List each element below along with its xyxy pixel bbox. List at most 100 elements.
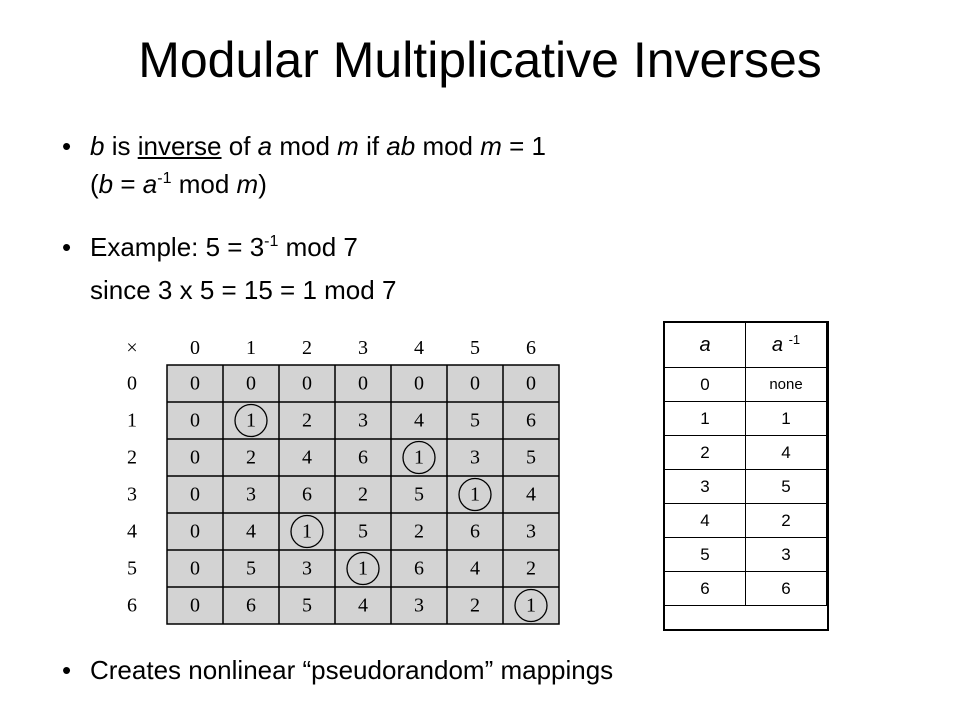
- table-cell-value: 1: [302, 521, 312, 543]
- column-header: 0: [190, 337, 200, 359]
- table-cell-value: 5: [470, 410, 480, 432]
- text-equals: =: [113, 169, 143, 199]
- table-cell-value: 0: [246, 373, 256, 395]
- cell-inverse: 2: [745, 503, 827, 538]
- row-header: 0: [127, 373, 137, 395]
- bullet-body: Creates nonlinear “pseudorandom” mapping…: [90, 655, 614, 685]
- table-cell-value: 4: [302, 447, 312, 469]
- text-inverse: inverse: [137, 131, 222, 161]
- since-line: since 3 x 5 = 15 = 1 mod 7: [90, 275, 397, 305]
- exponent: -1: [157, 170, 172, 187]
- example-line: Example: 5 = 3-1 mod 7: [90, 228, 396, 271]
- cell-inverse: 5: [745, 469, 827, 504]
- exponent: -1: [264, 233, 279, 250]
- column-header: 5: [470, 337, 480, 359]
- text-is: is: [104, 131, 138, 161]
- table-cell-value: 6: [470, 521, 480, 543]
- row-header: 5: [127, 558, 137, 580]
- header-a: a: [664, 322, 746, 368]
- column-header: 4: [414, 337, 424, 359]
- table-cell-value: 0: [190, 595, 200, 617]
- column-header: 2: [302, 337, 312, 359]
- bullet-dot: •: [62, 655, 72, 685]
- var-b: b: [98, 169, 114, 199]
- cell-a: 5: [664, 537, 746, 572]
- cell-inverse: 1: [745, 401, 827, 436]
- inverse-circle-marker: [290, 514, 324, 549]
- cell-a: 1: [664, 401, 746, 436]
- column-header: 1: [246, 337, 256, 359]
- table-cell-value: 0: [190, 484, 200, 506]
- var-m: m: [480, 131, 502, 161]
- table-cell-value: 5: [302, 595, 312, 617]
- table-cell-value: 0: [526, 373, 536, 395]
- table-cell-value: 1: [414, 447, 424, 469]
- text-mod: mod: [272, 131, 338, 161]
- cell-inverse: 3: [745, 537, 827, 572]
- example-text: Example: 5 = 3: [90, 232, 265, 262]
- text-equals-one: = 1: [501, 131, 547, 161]
- text-of: of: [221, 131, 258, 161]
- table-cell-value: 3: [414, 595, 424, 617]
- cell-a: 4: [664, 503, 746, 538]
- table-cell-value: 6: [414, 558, 424, 580]
- var-m: m: [236, 169, 259, 199]
- inverse-circle-marker: [514, 588, 548, 623]
- table-cell-value: 0: [190, 521, 200, 543]
- bullet-dot: •: [62, 232, 72, 262]
- paren-open: (: [90, 169, 99, 199]
- var-a: a: [142, 169, 158, 199]
- paren-close: ): [258, 169, 267, 199]
- table-cell-value: 5: [414, 484, 424, 506]
- header-a-inverse-base: a: [771, 333, 783, 356]
- table-cell-value: 5: [526, 447, 536, 469]
- inverse-circle-marker: [234, 403, 268, 438]
- column-header: 6: [526, 337, 536, 359]
- table-cell-value: 1: [358, 558, 368, 580]
- table-cell-value: 2: [358, 484, 368, 506]
- exponent: -1: [788, 331, 801, 347]
- row-header: 2: [127, 447, 137, 469]
- table-cell-value: 6: [302, 484, 312, 506]
- header-a-inverse: a -1: [745, 322, 827, 368]
- text-mod: mod: [415, 131, 481, 161]
- table-cell-value: 6: [246, 595, 256, 617]
- inverse-circle-marker: [346, 551, 380, 586]
- table-cell-value: 0: [470, 373, 480, 395]
- var-a: a: [257, 131, 273, 161]
- cell-inverse: none: [745, 367, 827, 402]
- bullet-body: b is inverse of a mod m if ab mod m = 1 …: [90, 127, 546, 208]
- table-cell-value: 1: [526, 595, 536, 617]
- table-cell-value: 0: [190, 447, 200, 469]
- table-cell-value: 4: [526, 484, 536, 506]
- inverse-table-header: a a -1: [664, 322, 827, 368]
- cell-inverse: 4: [745, 435, 827, 470]
- table-cell-value: 0: [190, 410, 200, 432]
- table-cell-value: 0: [302, 373, 312, 395]
- row-header: 4: [127, 521, 137, 543]
- table-cell-value: 1: [246, 410, 256, 432]
- row-header: 3: [127, 484, 137, 506]
- row-header: 1: [127, 410, 137, 432]
- inverse-circle-marker: [458, 477, 492, 512]
- table-cell-value: 4: [246, 521, 256, 543]
- bullet-dot: •: [62, 131, 72, 161]
- table-cell-value: 3: [358, 410, 368, 432]
- cell-a: 3: [664, 469, 746, 504]
- table-cell-value: 3: [302, 558, 312, 580]
- notation-line: (b = a-1 mod m): [90, 165, 546, 208]
- table-cell-value: 0: [414, 373, 424, 395]
- cell-a: 0: [664, 367, 746, 402]
- table-cell-value: 1: [470, 484, 480, 506]
- table-cell-value: 2: [302, 410, 312, 432]
- table-cell-value: 0: [358, 373, 368, 395]
- table-cell-value: 4: [414, 410, 424, 432]
- cell-inverse: 6: [745, 571, 827, 606]
- row-header: 6: [127, 595, 137, 617]
